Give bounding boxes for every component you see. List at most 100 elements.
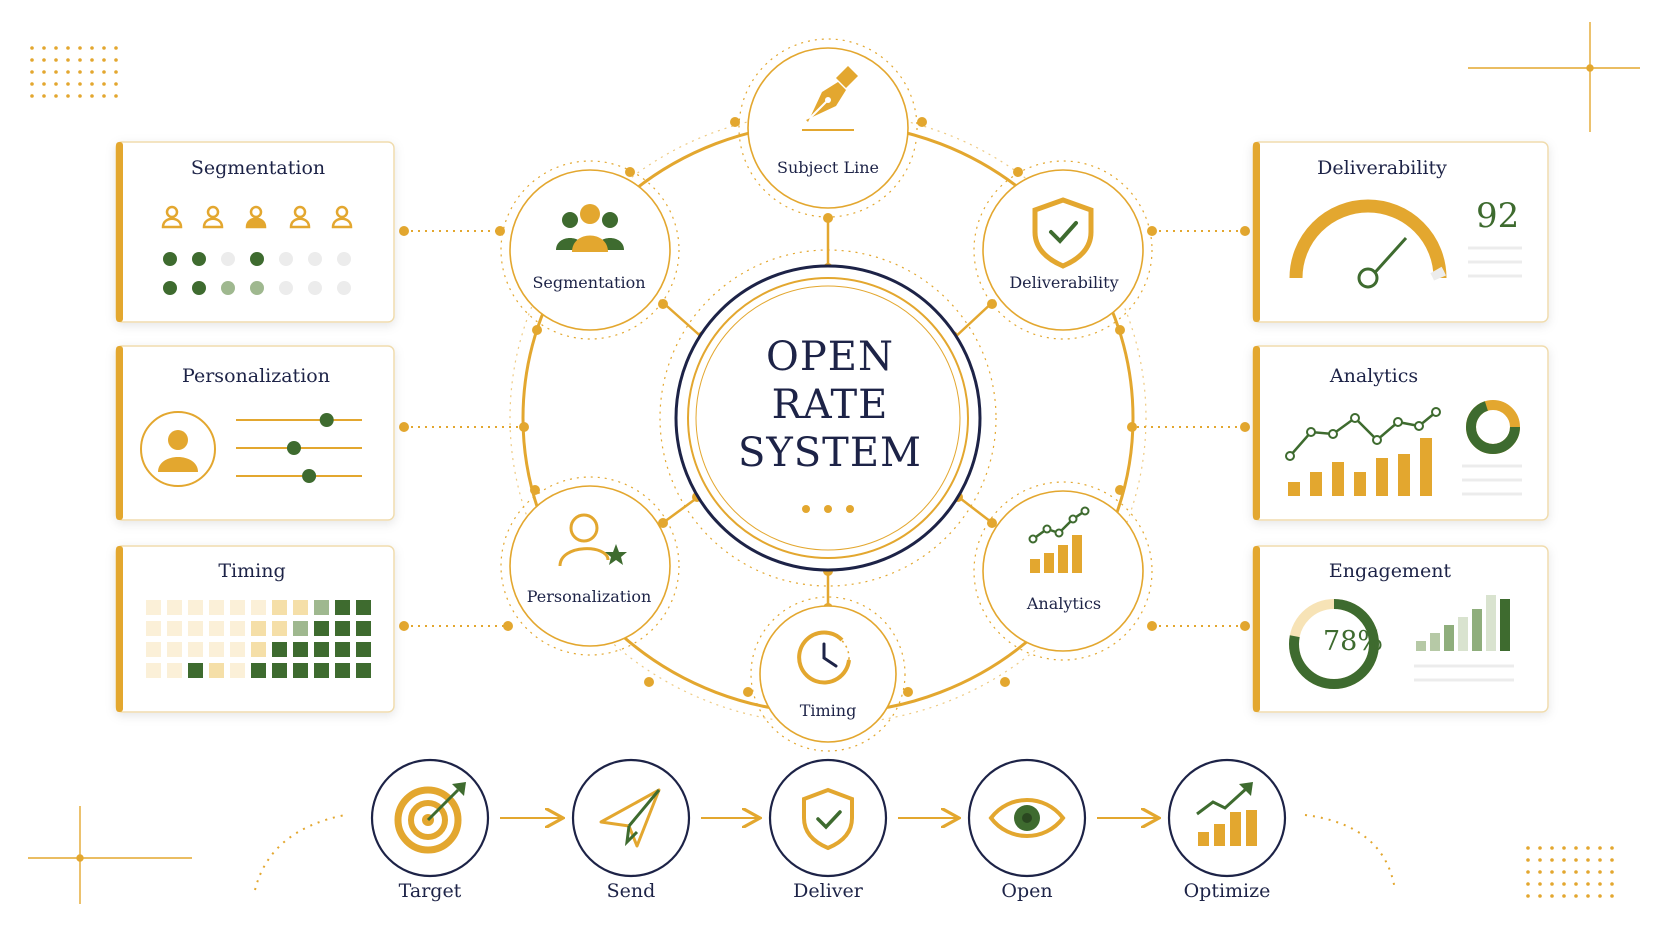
flow-label-deliver: Deliver: [793, 880, 863, 902]
trend-point: [1372, 435, 1382, 445]
heatmap-cell: [209, 600, 224, 615]
decor-dot: [1586, 858, 1590, 862]
card-leaders: [404, 230, 1245, 627]
engagement-bar: [1430, 633, 1440, 651]
decor-dot: [1610, 882, 1614, 886]
node-analytics: [973, 481, 1153, 661]
node-halo: [500, 476, 680, 656]
person-icon: [161, 205, 183, 229]
bar: [1072, 535, 1082, 573]
flow-step-5: [1167, 758, 1287, 878]
trend-point: [1306, 427, 1316, 437]
trend-point: [1328, 429, 1338, 439]
decor-dot: [1550, 882, 1554, 886]
gauge-arc-rest: [1430, 266, 1446, 281]
flow-label-send: Send: [606, 880, 656, 902]
clock-icon: [797, 630, 851, 685]
person-avatar-icon: [158, 430, 198, 472]
engagement-bar: [1500, 599, 1510, 651]
analytics-bar: [1332, 462, 1344, 496]
flow-step-circle: [571, 758, 691, 878]
heatmap-cell: [335, 663, 350, 678]
decor-dot: [1538, 882, 1542, 886]
node-label-analytics: Analytics: [1026, 594, 1102, 613]
decor-dot: [1550, 870, 1554, 874]
segment-dot: [192, 281, 206, 295]
decor-dot: [102, 46, 106, 50]
card-title-segmentation: Segmentation: [190, 157, 326, 179]
decor-dot: [1598, 846, 1602, 850]
flow-label-optimize: Optimize: [1183, 880, 1271, 902]
node-label-subject-line: Subject Line: [777, 158, 879, 177]
flow-step-1: [370, 758, 490, 878]
analytics-bar: [1398, 454, 1410, 496]
node-circle: [509, 485, 671, 647]
decor-dot: [1586, 846, 1590, 850]
engagement-ring-fill: [1289, 599, 1379, 689]
decor-dot: [30, 82, 34, 86]
heatmap-cell: [209, 642, 224, 657]
heatmap-cell: [272, 642, 287, 657]
node-circle: [982, 169, 1144, 331]
decor-dot: [1586, 870, 1590, 874]
engagement-bar: [1444, 625, 1454, 651]
segment-dot: [221, 281, 235, 295]
card-title-personalization: Personalization: [182, 365, 330, 387]
engagement-percent: 78%: [1322, 626, 1383, 657]
decor-arc-left: [254, 814, 346, 891]
hub-title-line-3: SYSTEM: [737, 430, 923, 476]
decor-dot: [1538, 894, 1542, 898]
decor-dot: [66, 94, 70, 98]
avatar-ring: [140, 411, 216, 487]
person-star-icon: [558, 513, 627, 567]
heatmap-cell: [167, 642, 182, 657]
card-timing: [115, 545, 395, 713]
decor-dot: [1598, 870, 1602, 874]
heatmap-cell: [314, 642, 329, 657]
decor-dot: [1598, 882, 1602, 886]
decor-dot: [90, 58, 94, 62]
node-halo: [500, 160, 680, 340]
decor-dot: [42, 82, 46, 86]
flow-label-open: Open: [1001, 880, 1053, 902]
analytics-bar: [1420, 438, 1432, 496]
card-deliverability: [1252, 141, 1549, 323]
decor-dot: [1610, 846, 1614, 850]
heatmap-cell: [251, 621, 266, 636]
node-label-segmentation: Segmentation: [532, 273, 646, 292]
decor-dot: [54, 58, 58, 62]
engagement-bar: [1486, 595, 1496, 651]
person-icon: [202, 205, 224, 229]
decor-dot: [1526, 894, 1530, 898]
heatmap-cell: [167, 600, 182, 615]
engagement-bar: [1416, 641, 1426, 651]
decor-dot: [1526, 846, 1530, 850]
decor-dot: [66, 46, 70, 50]
analytics-bar: [1376, 458, 1388, 496]
decor-dot: [114, 82, 118, 86]
decor-sparkle-bottom-left: [28, 806, 192, 904]
person-icon: [331, 205, 353, 229]
person-icon: [289, 205, 311, 229]
trend-point: [1350, 413, 1360, 423]
heatmap-cell: [230, 621, 245, 636]
decor-dot: [1538, 846, 1542, 850]
segment-dot: [337, 281, 351, 295]
card-title-engagement: Engagement: [1328, 560, 1452, 582]
paper-plane-icon: [599, 788, 661, 848]
flow-step-3: [768, 758, 888, 878]
decor-dot: [78, 70, 82, 74]
node-halo: [738, 38, 918, 218]
segment-dot: [337, 252, 351, 266]
decor-arc-right: [1304, 814, 1396, 891]
decor-dot: [1562, 882, 1566, 886]
heatmap-cell: [251, 663, 266, 678]
card-accent-bar: [1253, 346, 1260, 520]
card-analytics: [1252, 345, 1549, 521]
fountain-pen-icon: [802, 66, 858, 131]
segment-dot: [221, 252, 235, 266]
decor-dot: [78, 82, 82, 86]
decor-dot: [102, 94, 106, 98]
decor-dot: [90, 94, 94, 98]
card-accent-bar: [116, 142, 123, 322]
